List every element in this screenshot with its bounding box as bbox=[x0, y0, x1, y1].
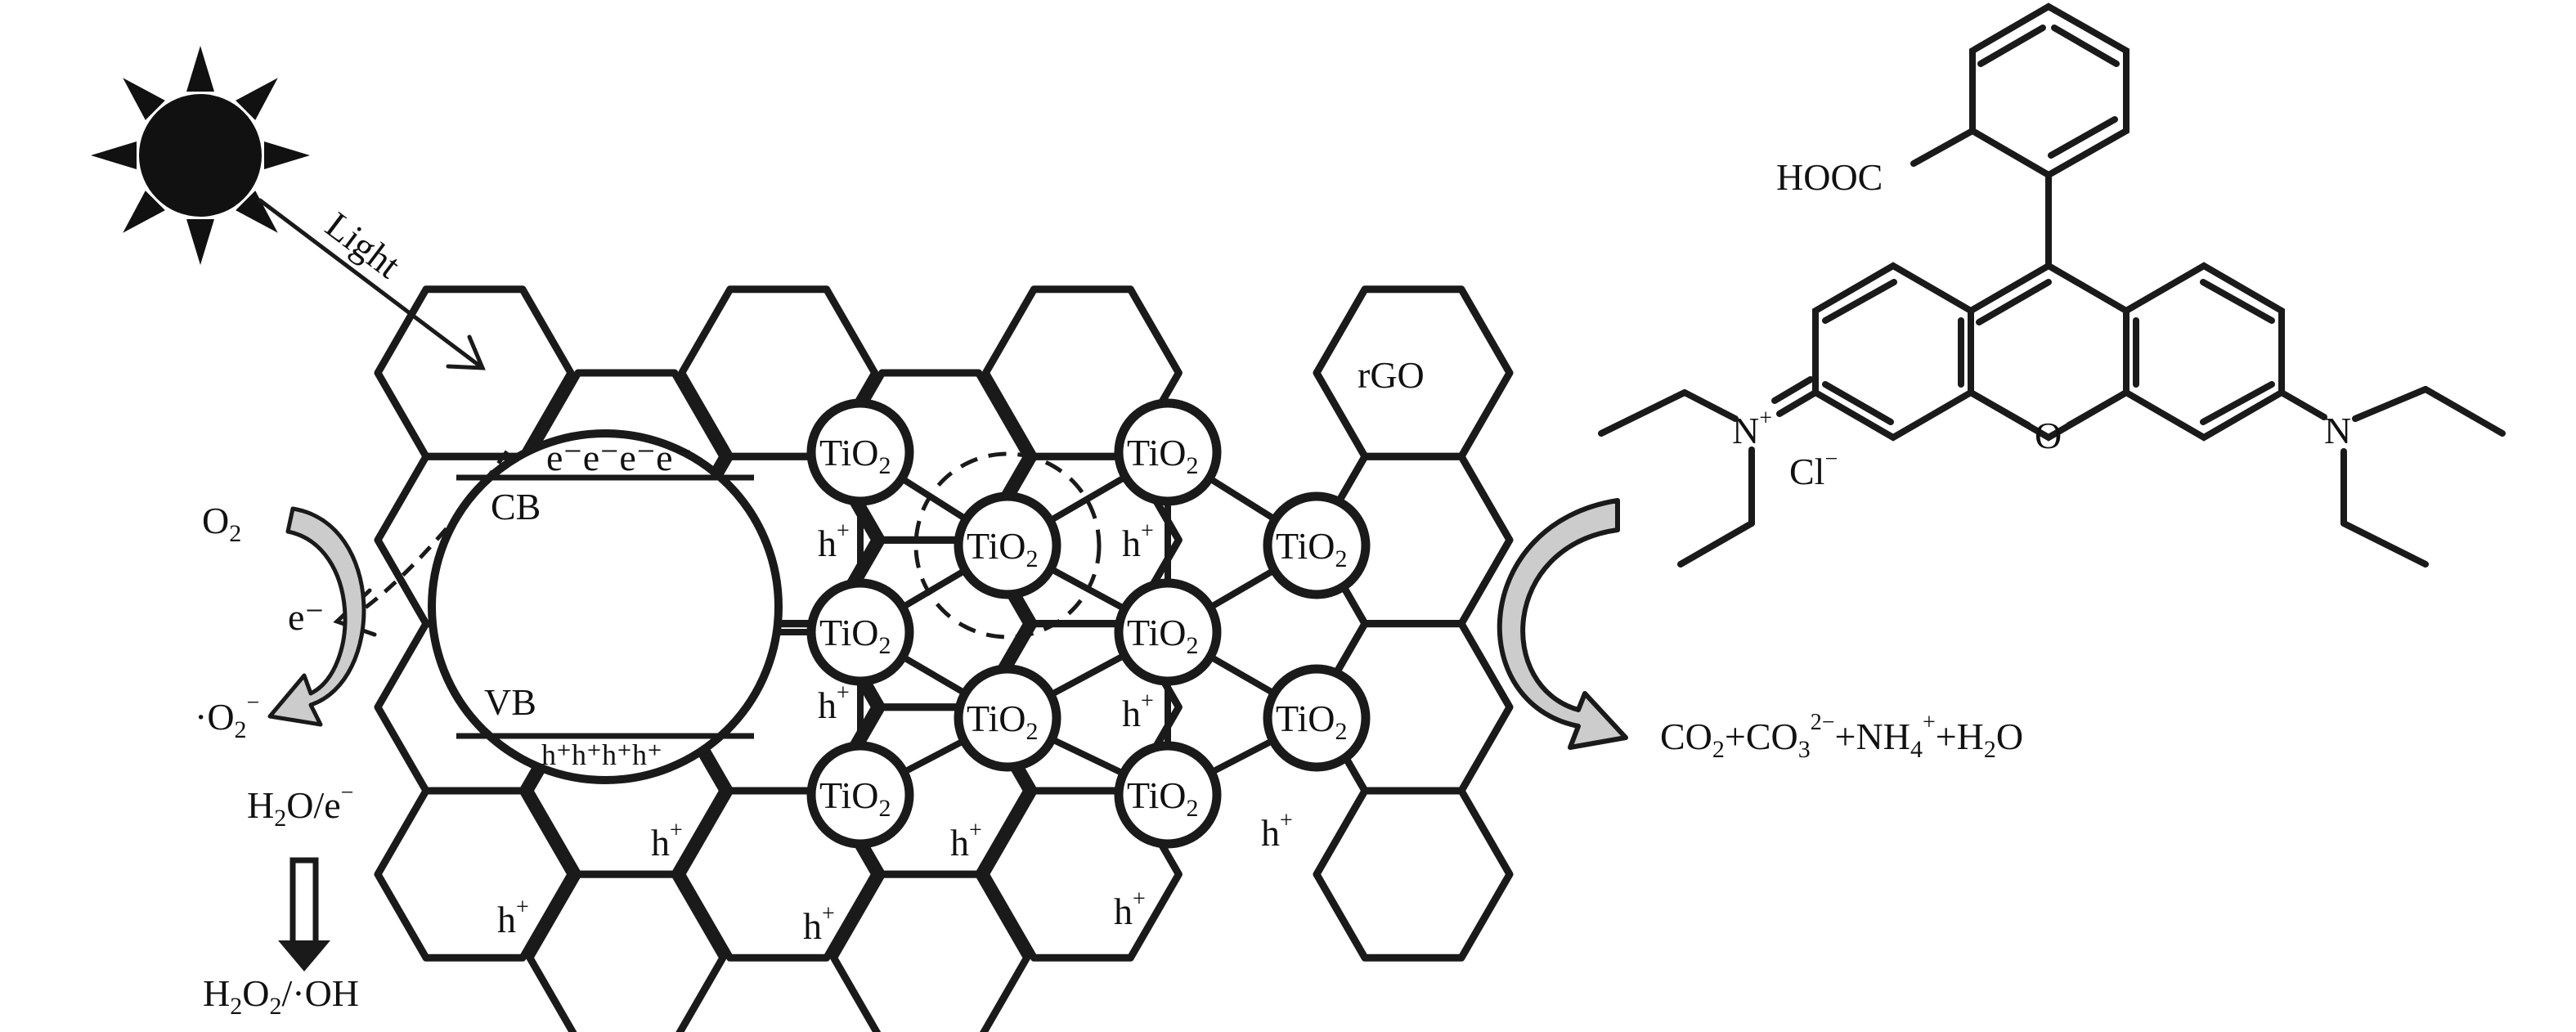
sun-icon bbox=[91, 46, 310, 265]
o2-left-label: O2 bbox=[202, 500, 241, 547]
h-plus-label: h+ bbox=[1122, 689, 1154, 734]
products-label: CO2+CO32−+NH4++H2O bbox=[1660, 710, 2023, 763]
tio2-label: TiO2 bbox=[967, 525, 1038, 572]
chloride-label: Cl− bbox=[1789, 446, 1838, 492]
electrons-label: e⁻e⁻e⁻e⁻ bbox=[546, 437, 693, 478]
tio2-label: TiO2 bbox=[1276, 525, 1347, 572]
tio2-node: TiO2 bbox=[1263, 664, 1371, 772]
down-double-arrow bbox=[278, 857, 330, 971]
tio2-label: TiO2 bbox=[819, 612, 891, 659]
tio2-node: TiO2 bbox=[954, 664, 1061, 772]
light-label: Light bbox=[318, 204, 408, 286]
h-plus-label: h+ bbox=[1261, 808, 1293, 854]
right-curved-arrow bbox=[1497, 498, 1628, 750]
h-plus-label: h+ bbox=[818, 518, 850, 564]
rhodamine-b-molecule: HOOC O N+ Cl− N bbox=[1598, 2, 2506, 568]
hexagon-cell bbox=[830, 870, 1031, 1032]
h-plus-label: h+ bbox=[1122, 518, 1154, 564]
ring-oxygen-label: O bbox=[2035, 415, 2062, 456]
hole-labels: h+ h+ h+ h+ h+ h+ h+ h+ h+ h+ bbox=[497, 518, 1293, 947]
h-plus-label: h+ bbox=[497, 895, 529, 940]
hexagon-cell bbox=[526, 870, 727, 1032]
hooc-label: HOOC bbox=[1776, 156, 1883, 198]
n-right-label: N bbox=[2324, 410, 2351, 451]
h-plus-label: h+ bbox=[803, 901, 835, 947]
h2o-e-label: H2O/e− bbox=[247, 780, 353, 832]
semiconductor-particle: e⁻e⁻e⁻e⁻ CB VB h⁺h⁺h⁺h⁺ bbox=[428, 429, 783, 784]
tio2-node: TiO2 bbox=[806, 398, 914, 506]
electron-transfer-dash bbox=[358, 450, 509, 614]
tio2-node: TiO2 bbox=[1114, 578, 1222, 686]
holes-label: h⁺h⁺h⁺h⁺ bbox=[541, 738, 662, 771]
tio2-node: TiO2 bbox=[1263, 491, 1371, 599]
h-plus-label: h+ bbox=[651, 818, 683, 864]
hexagon-cell bbox=[1313, 787, 1514, 962]
e-minus-left-label: e⁻ bbox=[288, 596, 325, 638]
tio2-node: TiO2 bbox=[1114, 741, 1222, 849]
h-plus-label: h+ bbox=[1114, 886, 1146, 932]
tio2-label: TiO2 bbox=[819, 432, 891, 479]
h-plus-label: h+ bbox=[818, 680, 850, 726]
tio2-node: TiO2 bbox=[806, 578, 914, 686]
tio2-label: TiO2 bbox=[1276, 698, 1347, 745]
tio2-label: TiO2 bbox=[1127, 432, 1198, 479]
hexagon-cell bbox=[374, 787, 575, 962]
tio2-node: TiO2 bbox=[806, 741, 914, 849]
n-plus-label: N+ bbox=[1732, 406, 1772, 451]
light-arrowhead bbox=[446, 334, 486, 370]
cb-label: CB bbox=[491, 486, 541, 527]
light-arrow bbox=[258, 198, 485, 370]
left-curved-arrow bbox=[267, 506, 366, 727]
h-plus-label: h+ bbox=[950, 818, 982, 864]
tio2-label: TiO2 bbox=[967, 698, 1038, 745]
tio2-label: TiO2 bbox=[819, 774, 891, 822]
tio2-label: TiO2 bbox=[1127, 774, 1198, 822]
tio2-node: TiO2 bbox=[1114, 398, 1222, 506]
rgo-label: rGO bbox=[1358, 354, 1425, 396]
tio2-node: TiO2 bbox=[954, 491, 1061, 599]
tio2-highlight-dashed bbox=[913, 451, 1102, 639]
superoxide-label: ·O2− bbox=[195, 690, 259, 743]
h2o2-oh-label: H2O2/·OH bbox=[203, 972, 359, 1020]
vb-label: VB bbox=[484, 681, 536, 723]
tio2-label: TiO2 bbox=[1127, 612, 1198, 659]
